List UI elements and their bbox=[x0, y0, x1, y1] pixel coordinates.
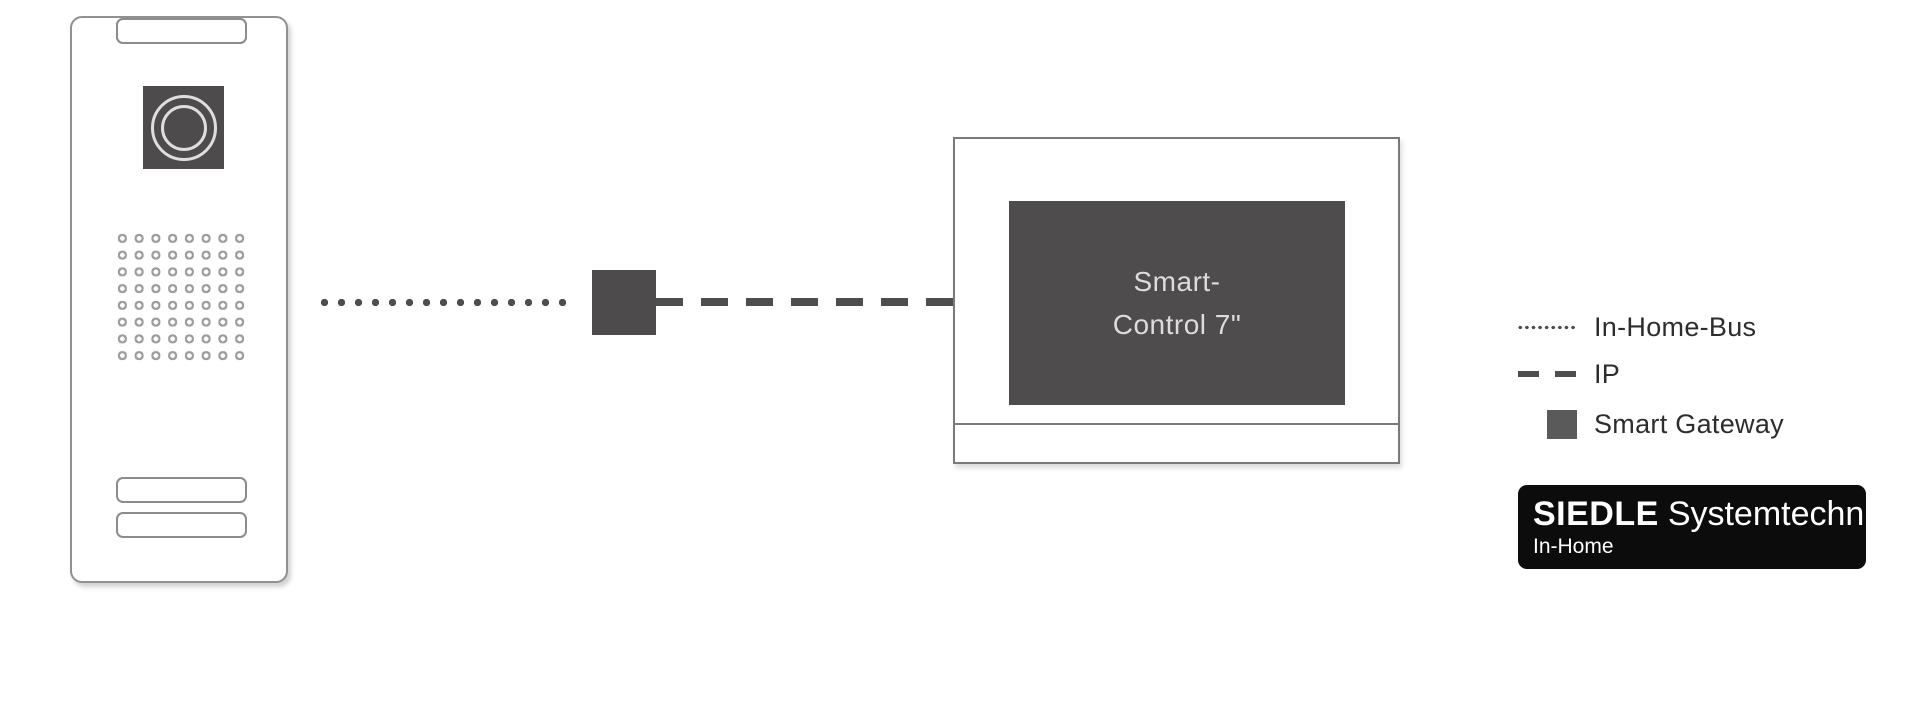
ip-dashed-line bbox=[656, 298, 954, 306]
monitor-screen: Smart- Control 7" bbox=[1009, 201, 1345, 405]
logo-brand-text: SIEDLE bbox=[1533, 495, 1659, 533]
screen-label-line2: Control 7" bbox=[1112, 309, 1242, 340]
legend-swatch-box bbox=[1517, 324, 1577, 330]
legend-label-smart-gateway: Smart Gateway bbox=[1594, 408, 1784, 439]
call-button-1 bbox=[116, 477, 247, 503]
filled-square-swatch-icon bbox=[1547, 409, 1577, 439]
legend-swatch-box bbox=[1517, 409, 1577, 439]
logo-subline-text: In-Home bbox=[1533, 535, 1614, 558]
screen-label-line1: Smart- bbox=[1133, 266, 1221, 297]
logo-product-text: Systemtechnik bbox=[1667, 495, 1889, 533]
camera-module bbox=[143, 86, 224, 169]
door-station bbox=[70, 16, 288, 583]
legend-row-ip: IP bbox=[1517, 358, 1620, 390]
legend-row-smart-gateway: Smart Gateway bbox=[1517, 408, 1784, 440]
in-home-bus-dotted-line bbox=[316, 298, 572, 307]
smart-gateway-node bbox=[592, 270, 656, 335]
dotted-line-swatch-icon bbox=[1517, 324, 1577, 330]
legend-row-in-home-bus: In-Home-Bus bbox=[1517, 311, 1756, 343]
call-button-2 bbox=[116, 512, 247, 538]
legend-label-ip: IP bbox=[1594, 358, 1621, 389]
camera-lens-inner-ring-icon bbox=[160, 104, 207, 151]
camera-lens-outer-ring-icon bbox=[150, 94, 217, 161]
monitor-base-divider bbox=[955, 423, 1398, 425]
legend-swatch-box bbox=[1517, 371, 1577, 377]
smart-control-monitor: Smart- Control 7" bbox=[953, 137, 1400, 464]
legend-label-in-home-bus: In-Home-Bus bbox=[1594, 311, 1757, 342]
call-button-4 bbox=[116, 18, 247, 44]
speaker-grille-icon bbox=[114, 230, 248, 364]
dashed-line-swatch-icon bbox=[1518, 371, 1577, 377]
